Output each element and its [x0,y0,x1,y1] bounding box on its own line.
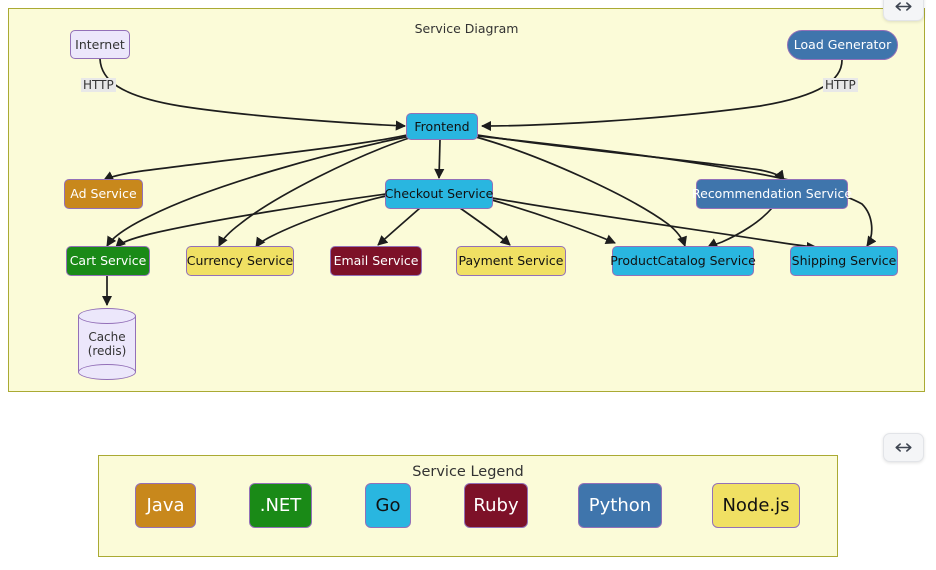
cylinder-body [78,316,136,372]
node-productcatalog-service-label: ProductCatalog Service [610,253,756,269]
horizontal-resize-icon [895,443,912,452]
node-checkout-service-label: Checkout Service [384,186,494,202]
node-cart-service[interactable]: Cart Service [66,246,150,276]
node-cache-redis[interactable]: Cache (redis) [78,308,136,380]
node-cart-service-label: Cart Service [69,253,147,269]
legend-chip-nodejs-label: Node.js [722,495,790,516]
legend-chip-python[interactable]: Python [578,483,662,528]
legend-chip-go-label: Go [375,495,401,516]
legend-chip-java-label: Java [146,495,185,516]
node-ad-service[interactable]: Ad Service [64,179,143,209]
legend-chip-ruby-label: Ruby [473,495,519,516]
node-ad-service-label: Ad Service [70,186,137,202]
node-shipping-service[interactable]: Shipping Service [790,246,898,276]
node-checkout-service[interactable]: Checkout Service [385,179,493,209]
legend-title: Service Legend [412,464,524,480]
diagram-title: Service Diagram [414,21,519,36]
legend-chip-ruby[interactable]: Ruby [464,483,528,528]
node-frontend-label: Frontend [414,118,470,134]
node-email-service[interactable]: Email Service [330,246,422,276]
node-productcatalog-service[interactable]: ProductCatalog Service [610,246,756,276]
node-cache-line1: Cache [88,329,126,344]
node-cache-redis-label: Cache (redis) [88,330,127,359]
node-payment-service[interactable]: Payment Service [456,246,566,276]
node-recommendation-service[interactable]: Recommendation Service [692,179,852,209]
node-currency-service[interactable]: Currency Service [186,246,294,276]
legend-chip-go[interactable]: Go [365,483,411,528]
node-recommendation-service-label: Recommendation Service [692,186,853,202]
node-shipping-service-label: Shipping Service [791,253,897,269]
legend-chip-python-label: Python [588,495,652,516]
node-internet-label: Internet [75,36,125,52]
legend-resize-handle-button[interactable] [883,433,924,462]
edge-label-loadgenerator-http: HTTP [823,78,858,92]
legend-chip-java[interactable]: Java [135,483,196,528]
cylinder-bottom [78,364,136,380]
cylinder-top [78,308,136,324]
legend-chip-dotnet[interactable]: .NET [249,483,312,528]
node-currency-service-label: Currency Service [186,253,294,269]
horizontal-resize-icon [895,2,912,11]
legend-chip-dotnet-label: .NET [259,495,302,516]
node-email-service-label: Email Service [333,253,419,269]
node-internet[interactable]: Internet [70,30,130,59]
node-payment-service-label: Payment Service [458,253,564,269]
legend-chip-nodejs[interactable]: Node.js [712,483,800,528]
node-frontend[interactable]: Frontend [406,113,478,140]
node-cache-line2: (redis) [87,344,127,358]
node-load-generator-label: Load Generator [793,37,892,53]
node-load-generator[interactable]: Load Generator [787,30,898,60]
diagram-resize-handle-button[interactable] [883,0,924,21]
edge-label-internet-http: HTTP [81,78,116,92]
